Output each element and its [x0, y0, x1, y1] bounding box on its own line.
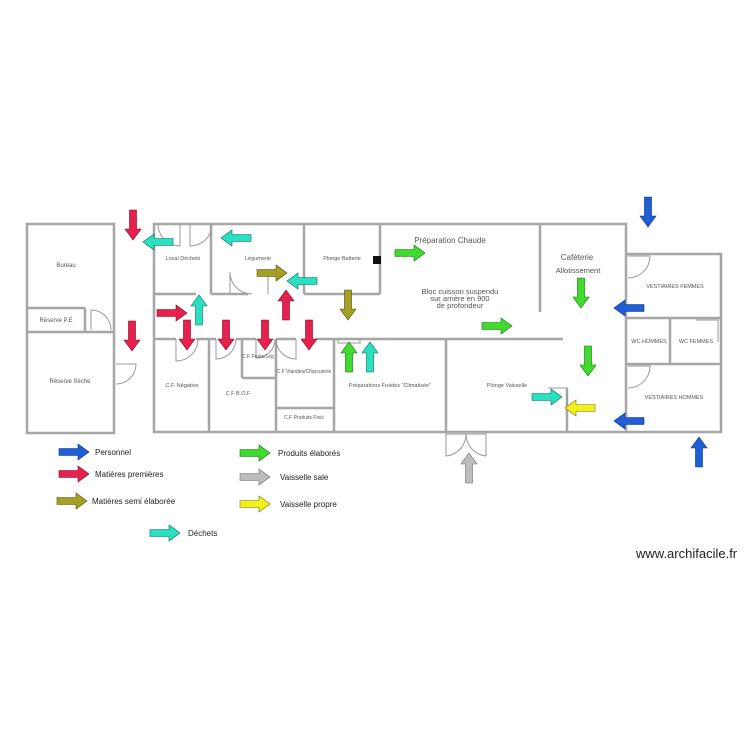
arrow-produits-elabores	[579, 345, 597, 377]
arrow-dechets	[190, 294, 208, 326]
arrow-dechets	[220, 229, 252, 247]
legend-swatch-produits-elabores	[239, 444, 271, 462]
arrow-produits-elabores	[340, 341, 358, 373]
arrow-personnel	[690, 436, 708, 468]
arrow-vaisselle-sale	[460, 452, 478, 484]
room-reserve-pe: Réserve P.E	[40, 318, 73, 324]
legend-label-semi-elaboree: Matières semi élaborée	[92, 497, 176, 506]
arrow-matieres-premieres	[156, 304, 188, 322]
legend-label-vaisselle-sale: Vaisselle sale	[280, 473, 329, 482]
arrow-personnel	[613, 299, 645, 317]
legend-label-dechets: Déchets	[188, 529, 217, 538]
room-bloc-cuisson-line1: Bloc cuisson suspendu	[422, 287, 499, 296]
arrow-dechets	[286, 272, 318, 290]
room-bureau: Bureau	[56, 263, 75, 269]
legend-swatch-vaisselle-propre	[239, 495, 271, 513]
legend-swatch-personnel	[58, 443, 90, 461]
legend-swatch-vaisselle-sale	[239, 468, 271, 486]
arrow-matieres-premieres	[256, 319, 274, 351]
room-bloc-cuisson-line2: sur arrière en 900	[430, 294, 489, 303]
room-plonge-batterie: Plonge Batterie	[323, 256, 361, 262]
walls	[25, 222, 723, 435]
room-allotissement: Allotissement	[556, 266, 602, 275]
room-vestiaires-femmes: VESTIAIRES FEMMES	[646, 284, 704, 290]
arrow-matieres-premieres	[178, 319, 196, 351]
arrow-matieres-premieres	[217, 319, 235, 351]
room-labels: Bureau Réserve P.E Réserve Sèche Local D…	[40, 236, 714, 421]
room-cf-fruits: C.F Fruits/Lég	[242, 354, 274, 360]
arrow-semi-elaboree	[256, 264, 288, 282]
room-reserve-seche: Réserve Sèche	[49, 379, 91, 385]
room-cf-negative: C.F. Négative	[165, 383, 198, 389]
room-vestiaires-hommes: VESTIAIRES HOMMES	[645, 395, 704, 401]
room-bloc-cuisson-line3: de profondeur	[437, 301, 484, 310]
room-wc-hommes: WC HOMMES	[631, 339, 667, 345]
doors	[90, 223, 719, 457]
arrow-produits-elabores	[394, 244, 426, 262]
room-cf-produits-finis: C.F Produits Finis	[284, 415, 324, 421]
arrow-produits-elabores	[481, 317, 513, 335]
legend-swatch-matieres-premieres	[58, 465, 90, 483]
arrow-produits-elabores	[572, 277, 590, 309]
arrow-personnel	[639, 196, 657, 228]
arrow-matieres-premieres	[300, 319, 318, 351]
legend: Personnel Matières premières Matières se…	[56, 443, 340, 542]
legend-swatch-semi-elaboree	[56, 492, 88, 510]
arrow-dechets	[361, 341, 379, 373]
room-preparation-chaude: Préparation Chaude	[414, 236, 486, 245]
equipment-block	[373, 256, 381, 264]
room-cafeteria: Cafèterie	[561, 253, 594, 262]
arrow-matieres-premieres	[124, 209, 142, 241]
arrow-dechets	[142, 233, 174, 251]
room-cf-bof: C.F B.O.F	[226, 391, 251, 397]
legend-label-vaisselle-propre: Vaisselle propre	[280, 500, 337, 509]
arrow-vaisselle-propre	[564, 399, 596, 417]
watermark[interactable]: www.archifacile.fr	[636, 546, 738, 561]
room-wc-femmes: WC FEMMES	[679, 339, 714, 345]
room-preparations-froides: Préparations Froides "Climatisée"	[349, 383, 431, 389]
room-local-dechets: Local Déchets	[166, 256, 201, 262]
arrow-dechets	[531, 388, 563, 406]
arrow-matieres-premieres	[277, 289, 295, 321]
legend-label-produits-elabores: Produits élaborés	[278, 449, 340, 458]
room-legumerie: Légumerie	[245, 256, 271, 262]
arrow-personnel	[613, 412, 645, 430]
legend-swatch-dechets	[149, 524, 181, 542]
legend-label-personnel: Personnel	[95, 448, 131, 457]
legend-label-matieres-premieres: Matières premières	[95, 470, 163, 479]
room-cf-viandes: C.F Viandes/Charcuterie	[277, 369, 332, 375]
arrow-matieres-premieres	[123, 320, 141, 352]
room-plonge-vaisselle: Plonge Vaisselle	[487, 383, 527, 389]
